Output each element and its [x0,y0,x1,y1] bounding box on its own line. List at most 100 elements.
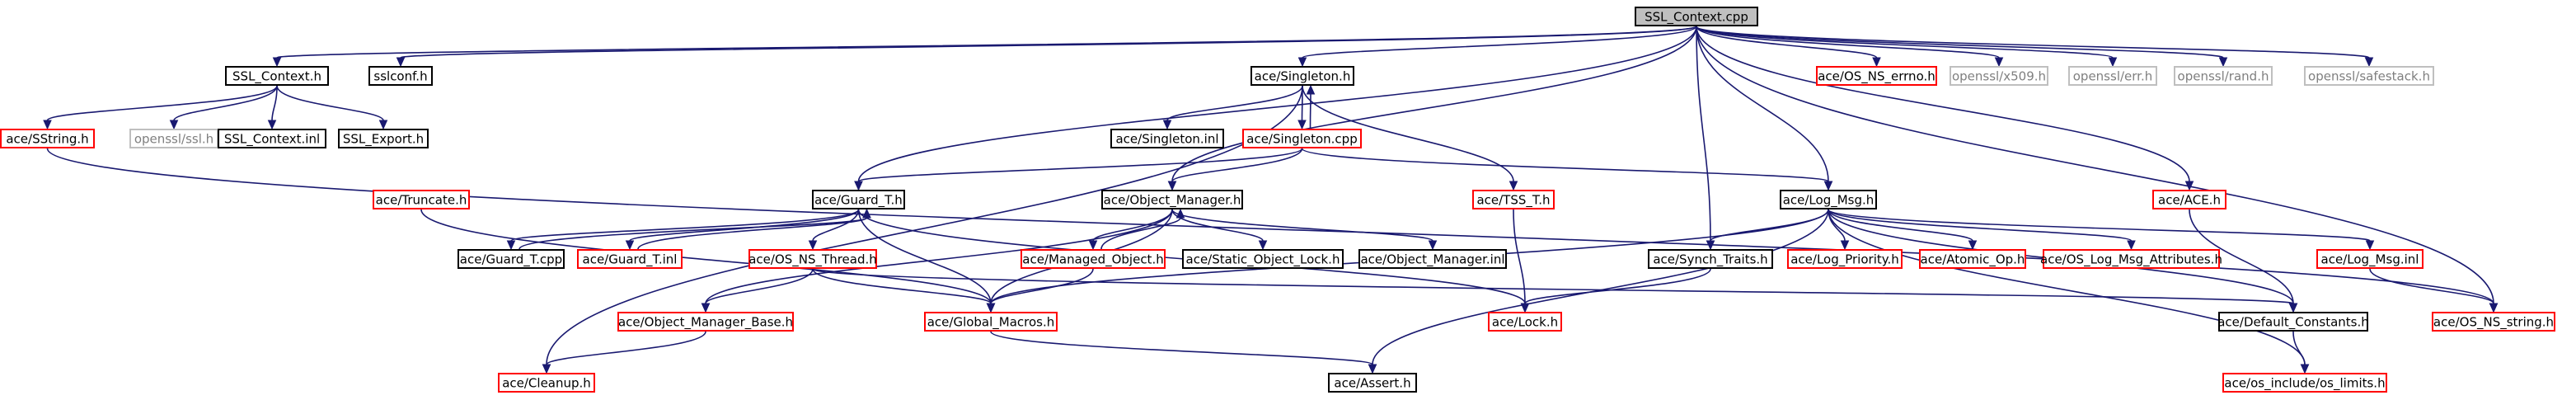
node-log-msg-inl[interactable]: ace/Log_Msg.inl [2316,249,2424,269]
edge-arrowhead [2127,240,2136,251]
edge-arrowhead [1823,181,1833,191]
edge-line [1171,209,1433,242]
edge-arrowhead [378,120,388,130]
node-box [617,312,794,332]
node-ace-h[interactable]: ace/ACE.h [2152,190,2226,209]
node-ssl-export-h[interactable]: SSL_Export.h [338,129,429,148]
edge-arrowhead [2218,57,2228,68]
edge-root-to-guard_t_h [854,26,1697,191]
edge-singleton_cpp-to-object_manager_h [1167,148,1303,191]
node-label: ace/Cleanup.h [502,376,591,391]
node-object-manager-h[interactable]: ace/Object_Manager.h [1101,190,1243,209]
edge-line [857,148,1303,182]
edge-line [990,331,1373,365]
node-singleton-inl[interactable]: ace/Singleton.inl [1110,129,1224,148]
node-box [1182,249,1344,269]
node-label: ace/Log_Msg.h [1783,193,1875,209]
node-box [2222,373,2387,393]
node-openssl-ssl-h[interactable]: openssl/ssl.h [129,129,218,148]
edge-arrowhead [1297,120,1307,130]
edge-arrowhead [1520,303,1530,313]
node-managed-object-h[interactable]: ace/Managed_Object.h [1021,249,1166,269]
edge-line [400,26,1697,59]
edge-arrowhead [2300,364,2310,374]
node-root: SSL_Context.cpp [1635,7,1758,26]
node-truncate-h[interactable]: ace/Truncate.h [373,190,470,209]
node-os-log-msg-attributes-h[interactable]: ace/OS_Log_Msg_Attributes.h [2040,249,2222,269]
node-assert-h[interactable]: ace/Assert.h [1328,373,1417,393]
node-atomic-op-h[interactable]: ace/Atomic_Op.h [1919,249,2026,269]
node-lock-h[interactable]: ace/Lock.h [1488,312,1562,332]
node-guard-t-inl[interactable]: ace/Guard_T.inl [577,249,683,269]
edge-line [1696,26,2000,59]
node-box [1816,66,1937,86]
edge-singleton_h-to-singleton_inl [1162,85,1303,130]
edge-line [2369,268,2494,304]
node-guard-t-h[interactable]: ace/Guard_T.h [812,190,905,209]
node-box [1110,129,1224,148]
node-default-constants-h[interactable]: ace/Default_Constants.h [2217,312,2369,332]
edges-layer [43,26,2499,374]
node-label: ace/SString.h [6,132,88,147]
node-tss-t-h[interactable]: ace/TSS_T.h [1472,190,1555,209]
edge-line [1696,26,2370,59]
edge-line [1100,217,1181,250]
edge-guard_t_inl-to-guard_t_h [637,208,871,250]
edge-ssl_context_h-to-ssl_export_h [276,85,388,130]
edge-default_constants_h-to-os_limits_h [2292,331,2310,374]
node-label: SSL_Context.cpp [1645,10,1748,26]
node-object-manager-base-h[interactable]: ace/Object_Manager_Base.h [617,312,794,332]
edge-root-to-openssl_err_h [1696,26,2118,68]
edge-sstring_h-to-os_ns_string_h [46,148,2499,313]
node-label: ace/Atomic_Op.h [1921,252,2025,268]
node-object-manager-inl[interactable]: ace/Object_Manager.inl [1358,249,1507,269]
node-label: openssl/safestack.h [2308,69,2430,84]
edge-arrowhead [43,120,52,130]
node-box [0,129,95,148]
node-openssl-safestack-h[interactable]: openssl/safestack.h [2304,66,2434,86]
edge-root-to-openssl_rand_h [1696,26,2228,68]
node-label: ace/os_include/os_limits.h [2224,376,2385,392]
edge-arrowhead [272,57,282,68]
node-box [1787,249,1903,269]
node-box [373,190,470,209]
node-ssl-context-h[interactable]: SSL_Context.h [225,66,329,86]
edge-arrowhead [1162,120,1172,130]
node-guard-t-cpp[interactable]: ace/Guard_T.cpp [457,249,565,269]
node-label: ace/Object_Manager_Base.h [618,315,793,331]
node-singleton-cpp[interactable]: ace/Singleton.cpp [1242,129,1362,148]
node-ssl-context-inl[interactable]: SSL_Context.inl [218,129,326,148]
node-openssl-rand-h[interactable]: openssl/rand.h [2174,66,2273,86]
node-synch-traits-h[interactable]: ace/Synch_Traits.h [1648,249,1773,269]
edge-root-to-sslconf_h [396,26,1697,68]
node-box [1242,129,1362,148]
edge-log_msg_h-to-atomic_op_h [1828,209,1978,251]
node-static-object-lock-h[interactable]: ace/Static_Object_Lock.h [1182,249,1344,269]
node-log-msg-h[interactable]: ace/Log_Msg.h [1780,190,1877,209]
edge-guard_t_cpp-to-guard_t_h [518,208,871,250]
node-cleanup-h[interactable]: ace/Cleanup.h [498,373,595,393]
node-openssl-err-h[interactable]: openssl/err.h [2068,66,2157,86]
node-sstring-h[interactable]: ace/SString.h [0,129,95,148]
node-box [2218,312,2368,332]
node-os-limits-h[interactable]: ace/os_include/os_limits.h [2222,373,2387,393]
node-log-priority-h[interactable]: ace/Log_Priority.h [1787,249,1903,269]
node-label: ace/Guard_T.inl [583,252,678,268]
node-os-ns-errno-h[interactable]: ace/OS_NS_errno.h [1816,66,1937,86]
edge-arrowhead [1297,57,1307,68]
node-global-macros-h[interactable]: ace/Global_Macros.h [924,312,1058,332]
node-box [1648,249,1773,269]
edge-ace_h-to-default_constants_h [2189,209,2298,313]
node-os-ns-string-h[interactable]: ace/OS_NS_string.h [2432,312,2555,332]
edge-line [812,268,2294,304]
node-box [2316,249,2424,269]
node-os-ns-thread-h[interactable]: ace/OS_NS_Thread.h [748,249,877,269]
node-sslconf-h[interactable]: sslconf.h [368,66,433,86]
node-label: SSL_Export.h [343,132,424,148]
edge-line [420,209,992,304]
edge-arrowhead [1175,208,1185,219]
node-singleton-h[interactable]: ace/Singleton.h [1250,66,1354,86]
edge-arrowhead [1872,57,1881,68]
node-label: ace/Singleton.h [1255,69,1351,84]
node-openssl-x509-h[interactable]: openssl/x509.h [1950,66,2048,86]
